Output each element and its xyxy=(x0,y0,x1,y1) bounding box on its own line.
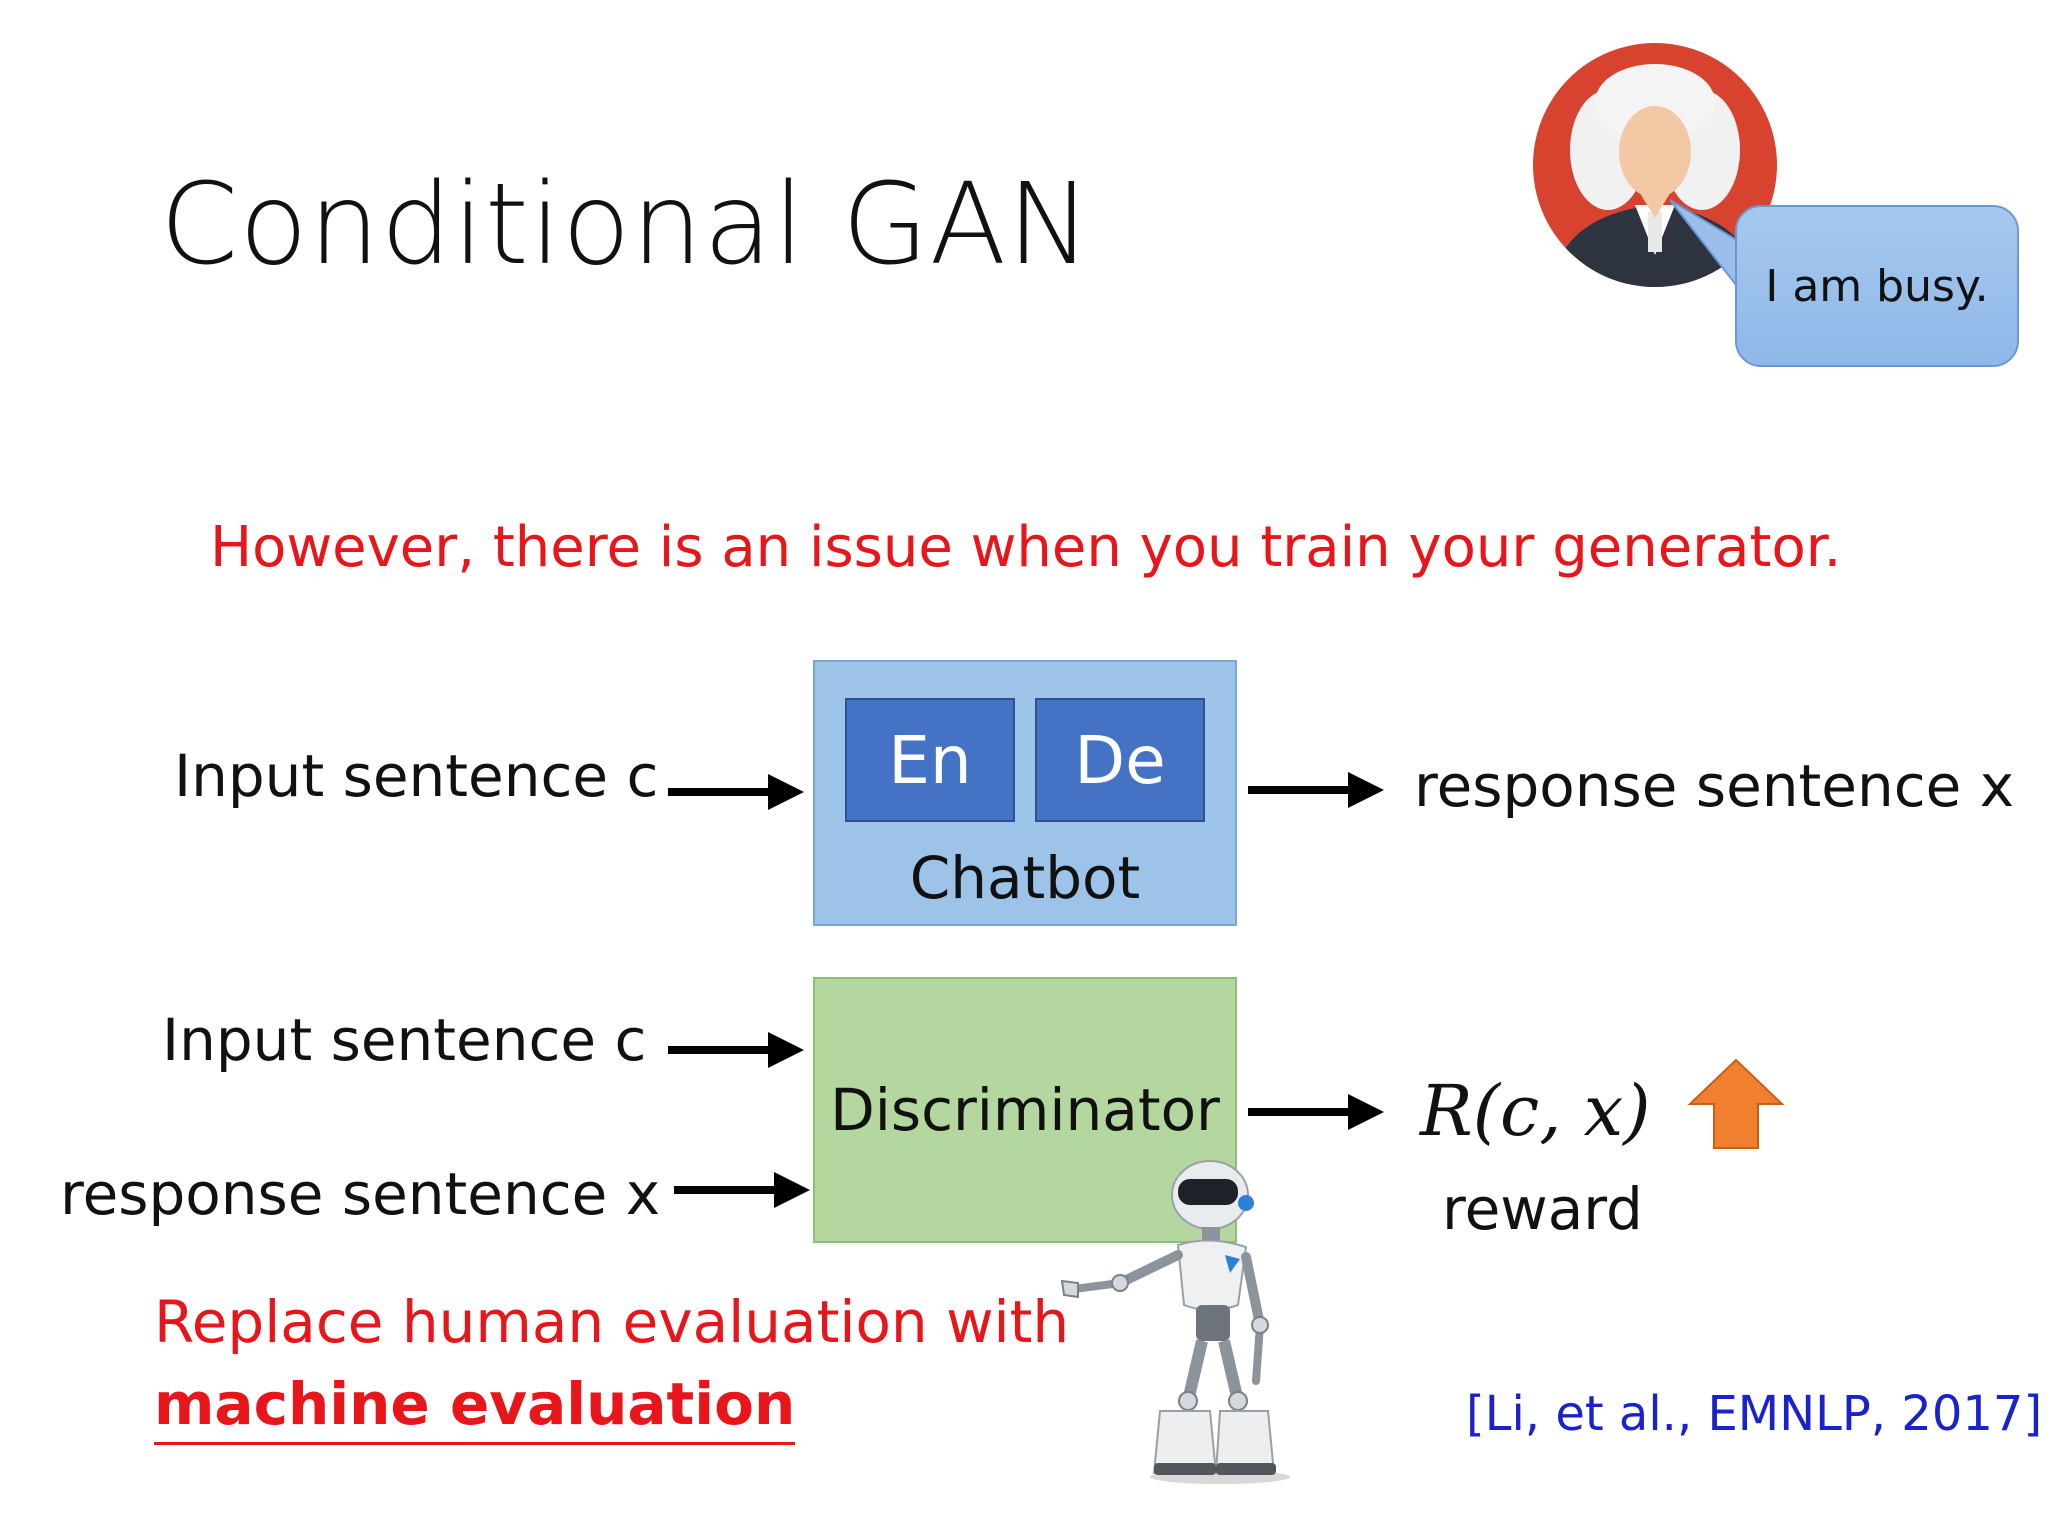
encoder-label: En xyxy=(888,721,972,799)
reward-label: reward xyxy=(1442,1175,1643,1243)
arrow-discriminator-to-reward xyxy=(1248,1094,1384,1130)
chatbot-output-label: response sentence x xyxy=(1414,752,2015,820)
robot-illustration-icon xyxy=(1060,1160,1290,1484)
chatbot-label: Chatbot xyxy=(909,844,1141,912)
discriminator-box: Discriminator xyxy=(813,977,1237,1243)
chatbot-input-label: Input sentence c xyxy=(174,742,659,810)
decoder-label: De xyxy=(1074,721,1166,799)
arrow-input-to-discriminator xyxy=(668,1032,804,1068)
reward-formula: R(c, x) xyxy=(1420,1070,1651,1152)
up-arrow-icon xyxy=(1688,1058,1784,1149)
discriminator-label: Discriminator xyxy=(830,1076,1220,1144)
decoder-block: De xyxy=(1035,698,1205,822)
arrow-chatbot-to-response xyxy=(1248,772,1384,808)
replace-evaluation-text: Replace human evaluation with xyxy=(154,1288,1070,1356)
citation-text: [Li, et al., EMNLP, 2017] xyxy=(1466,1386,2043,1442)
arrow-input-to-chatbot xyxy=(668,774,804,810)
chatbot-box: En De Chatbot xyxy=(813,660,1237,926)
discriminator-input-label: Input sentence c xyxy=(162,1006,647,1074)
encoder-block: En xyxy=(845,698,1015,822)
speech-bubble: I am busy. xyxy=(1735,205,2019,367)
slide-title: Conditional GAN xyxy=(160,160,1092,290)
arrow-response-to-discriminator xyxy=(674,1172,810,1208)
judge-avatar-icon xyxy=(1533,43,1777,287)
discriminator-response-label: response sentence x xyxy=(60,1160,661,1228)
machine-evaluation-text: machine evaluation xyxy=(154,1370,796,1445)
issue-text: However, there is an issue when you trai… xyxy=(210,515,1842,580)
speech-bubble-text: I am busy. xyxy=(1765,260,1989,312)
